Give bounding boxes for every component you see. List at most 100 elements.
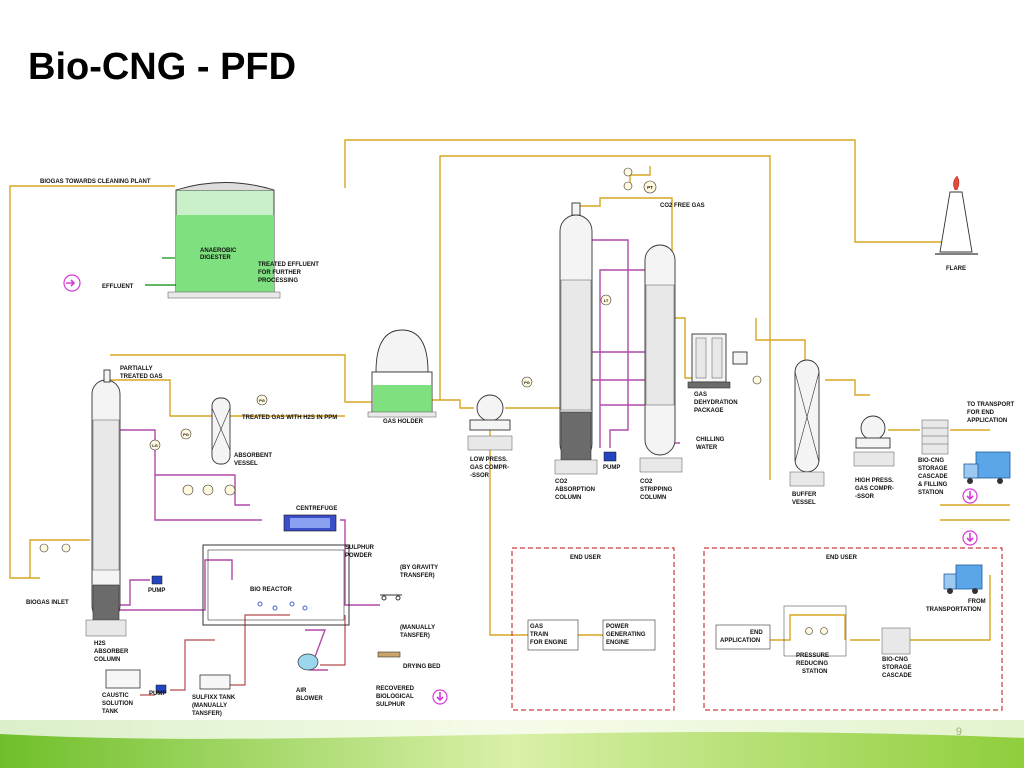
label-drying-bed: DRYING BED (403, 664, 441, 670)
label-pump-caustic: PUMP (149, 691, 166, 697)
label-storage-1: BIO-CNG (918, 458, 944, 464)
label-h2s-3: COLUMN (94, 657, 120, 663)
label-co2str-1: CO2 (640, 479, 653, 485)
co2-absorption-column (554, 202, 598, 475)
label-power-2: GENERATING (606, 632, 646, 638)
label-h2s-1: H2S (94, 641, 106, 647)
label-h2s-2: ABSORBER (94, 649, 129, 655)
label-prs-3: STATION (802, 669, 827, 675)
label-gas-train-3: FOR ENGINE (530, 640, 567, 646)
label-caustic-2: SOLUTION (102, 701, 133, 707)
label-co2-free: CO2 FREE GAS (660, 203, 705, 209)
label-dehyd-2: DEHYDRATION (694, 400, 738, 406)
label-storage-4: & FILLING (918, 482, 948, 488)
label-transport-3: APPLICATION (967, 418, 1007, 424)
drying-bed (377, 651, 401, 658)
low-pressure-compressor (467, 394, 513, 451)
inst-lt: LT (604, 298, 609, 303)
gas-dehydration-package (687, 333, 748, 389)
sulfixx-tank (199, 674, 231, 690)
label-sulfixx-2: (MANUALLY (192, 703, 227, 709)
label-pump-h2s: PUMP (148, 588, 165, 594)
label-from-1: FROM (968, 599, 986, 605)
label-prs-1: PRESSURE (796, 653, 829, 659)
truck-icon (963, 451, 1011, 484)
instrument-tags: PG PG PG PT LG LT (39, 167, 828, 635)
label-caustic-1: CAUSTIC (102, 693, 129, 699)
slide-title: Bio-CNG - PFD (28, 46, 297, 88)
label-partially-1: PARTIALLY (120, 366, 153, 372)
label-hp-3: -SSOR (855, 494, 875, 500)
end-application-box (715, 624, 771, 650)
label-hp-2: GAS COMPR- (855, 486, 894, 492)
label-power-1: POWER (606, 624, 629, 630)
label-co2str-2: STRIPPING (640, 487, 673, 493)
pressure-reducing-panel (783, 605, 847, 657)
label-hp-1: HIGH PRESS. (855, 478, 894, 484)
label-pump-co2: PUMP (603, 465, 620, 471)
label-flare: FLARE (946, 266, 966, 272)
label-dehyd-3: PACKAGE (694, 408, 724, 414)
label-treated-effluent-1: TREATED EFFLUENT (258, 262, 319, 268)
label-lp-3: -SSOR (470, 473, 490, 479)
label-co2abs-2: ABSORPTION (555, 487, 595, 493)
label-air-1: AIR (296, 688, 307, 694)
label-air-2: BLOWER (296, 696, 323, 702)
cascade-rack (881, 627, 911, 655)
label-end-app-2: APPLICATION (720, 638, 760, 644)
label-anaerobic-1: ANAEROBIC (200, 248, 237, 254)
end-user-box-2 (703, 547, 1003, 711)
label-effluent: EFFLUENT (102, 284, 134, 290)
inst-pt: PT (647, 185, 653, 190)
label-gravity-2: TRANSFER) (400, 573, 435, 579)
label-power-3: ENGINE (606, 640, 629, 646)
label-biogas-towards: BIOGAS TOWARDS CLEANING PLANT (40, 179, 151, 185)
gas-lines (9, 139, 1010, 641)
label-cascade-2: STORAGE (882, 665, 912, 671)
label-co2abs-3: COLUMN (555, 495, 581, 501)
label-manual-2: TANSFER) (400, 633, 430, 639)
label-treated-effluent-2: FOR FURTHER (258, 270, 302, 276)
end-user-box-1 (511, 547, 675, 711)
label-end-app-1: END (750, 630, 763, 636)
caustic-tank (105, 669, 141, 689)
label-storage-5: STATION (918, 490, 943, 496)
label-biogas-inlet: BIOGAS INLET (26, 600, 69, 606)
absorbent-vessel (211, 397, 231, 465)
label-buffer-2: VESSEL (792, 500, 816, 506)
gas-train-box (527, 619, 579, 651)
label-recovered-1: RECOVERED (376, 686, 415, 692)
label-treated-gas: TREATED GAS WITH H2S IN PPM (242, 415, 337, 421)
h2s-absorber-column (85, 369, 127, 637)
label-gravity-1: (BY GRAVITY (400, 565, 438, 571)
bio-cng-storage-station (921, 419, 949, 455)
label-lp-1: LOW PRESS. (470, 457, 508, 463)
diagram-labels: BIOGAS TOWARDS CLEANING PLANT ANAEROBIC … (26, 179, 1015, 717)
gas-holder (367, 329, 437, 418)
label-sulfixx-3: TANSFER) (192, 711, 222, 717)
label-treated-effluent-3: PROCESSING (258, 278, 298, 284)
bio-reactor (202, 544, 350, 626)
label-absorbent-2: VESSEL (234, 461, 258, 467)
label-manual-1: (MANUALLY (400, 625, 435, 631)
label-partially-2: TREATED GAS (120, 374, 163, 380)
label-sulphur-1: SULPHUR (345, 545, 375, 551)
inst-lg: LG (152, 443, 158, 448)
label-from-2: TRANSPORTATION (926, 607, 981, 613)
label-end-user-1: END USER (570, 555, 602, 561)
label-centrifuge: CENTREFUGE (296, 506, 337, 512)
label-chilling-1: CHILLING (696, 437, 725, 443)
red-lines (140, 614, 346, 696)
footer-swoosh (0, 720, 1024, 768)
inst-pg-3: PG (524, 380, 530, 385)
label-co2str-3: COLUMN (640, 495, 666, 501)
inst-pg-1: PG (259, 398, 265, 403)
label-transport-1: TO TRANSPORT (967, 402, 1015, 408)
label-recovered-2: BIOLOGICAL (376, 694, 414, 700)
label-dehyd-1: GAS (694, 392, 707, 398)
label-absorbent-1: ABSORBENT (234, 453, 272, 459)
label-storage-3: CASCADE (918, 474, 948, 480)
power-engine-box (602, 619, 656, 651)
label-gas-train-1: GAS (530, 624, 543, 630)
